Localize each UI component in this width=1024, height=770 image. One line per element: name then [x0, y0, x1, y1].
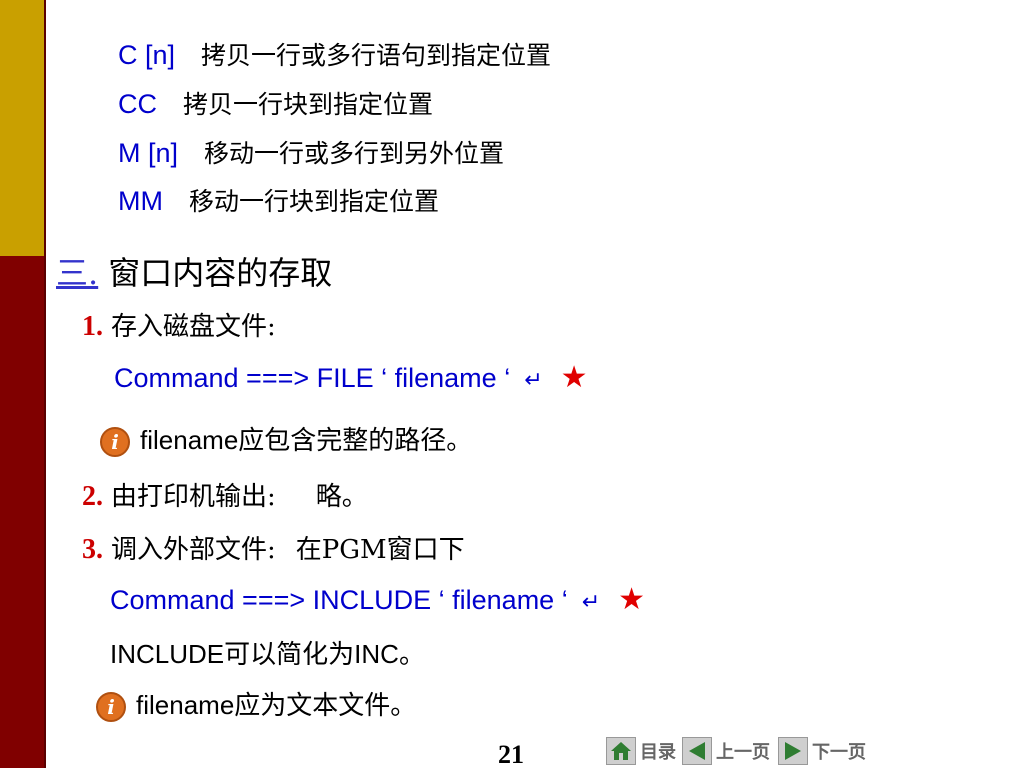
list-item: 2. 由打印机输出: 略。	[82, 476, 368, 513]
command-text: Command ===> INCLUDE ‘ filename ‘	[110, 585, 568, 615]
prev-button[interactable]	[682, 737, 712, 765]
item-number: 1.	[82, 311, 103, 342]
item-number: 2.	[82, 481, 103, 512]
command-row: CC 拷贝一行块到指定位置	[118, 85, 433, 121]
note: i filename应包含完整的路径。	[100, 420, 473, 458]
star-icon: ★	[560, 360, 588, 395]
command-row: MM 移动一行块到指定位置	[118, 182, 439, 218]
note: i filename应为文本文件。	[96, 685, 417, 723]
enter-key-icon: ↵	[524, 368, 543, 393]
prev-label[interactable]: 上一页	[716, 742, 770, 763]
include-end: 。	[398, 640, 425, 670]
home-button[interactable]	[606, 737, 636, 765]
slide-nav: 目录 上一页 下一页	[606, 736, 866, 766]
info-icon: i	[100, 427, 130, 458]
item-text: 由打印机输出:	[111, 482, 276, 512]
note-en: filename	[136, 690, 235, 720]
command-desc: 移动一行或多行到另外位置	[204, 139, 505, 168]
command-row: M [n] 移动一行或多行到另外位置	[118, 134, 504, 170]
list-item: 1. 存入磁盘文件:	[82, 306, 276, 343]
section-heading: 三.窗口内容的存取	[56, 248, 332, 294]
note-cn: 应为文本文件。	[234, 691, 417, 721]
enter-key-icon: ↵	[581, 590, 601, 615]
command-code: M [n]	[118, 138, 179, 168]
item-extra: 略。	[315, 482, 368, 512]
right-arrow-icon	[785, 742, 801, 760]
star-icon: ★	[618, 582, 646, 617]
command-text: Command ===> FILE ‘ filename ‘	[114, 363, 511, 393]
info-icon: i	[96, 692, 126, 723]
home-icon	[611, 742, 631, 760]
item-text: 调入外部文件:	[111, 535, 276, 565]
command-line: Command ===> FILE ‘ filename ‘ ↵ ★	[114, 360, 588, 395]
home-label[interactable]: 目录	[640, 742, 676, 763]
command-code: C [n]	[118, 40, 176, 70]
include-en-short: INC	[354, 639, 399, 669]
command-line: Command ===> INCLUDE ‘ filename ‘ ↵ ★	[110, 582, 645, 617]
include-en: INCLUDE	[110, 639, 225, 669]
command-desc: 移动一行块到指定位置	[188, 187, 439, 216]
left-arrow-icon	[689, 742, 705, 760]
include-note: INCLUDE可以简化为INC。	[110, 634, 425, 671]
left-bar-edge	[44, 0, 46, 768]
left-bar-gold	[0, 0, 44, 256]
list-item: 3. 调入外部文件: 在PGM窗口下	[82, 529, 465, 566]
note-cn: 应包含完整的路径。	[238, 426, 473, 456]
include-cn: 可以简化为	[224, 640, 355, 670]
next-button[interactable]	[778, 737, 808, 765]
page-number: 21	[498, 740, 524, 769]
command-code: MM	[118, 186, 163, 216]
next-label[interactable]: 下一页	[812, 742, 866, 763]
item-extra: 在PGM窗口下	[295, 535, 465, 565]
item-text: 存入磁盘文件:	[111, 312, 276, 342]
command-row: C [n] 拷贝一行或多行语句到指定位置	[118, 36, 551, 72]
command-desc: 拷贝一行或多行语句到指定位置	[201, 41, 552, 70]
note-en: filename	[140, 425, 239, 455]
command-code: CC	[118, 89, 157, 119]
left-bar-red	[0, 256, 44, 768]
item-number: 3.	[82, 534, 103, 565]
section-title: 窗口内容的存取	[108, 254, 333, 292]
section-number: 三.	[56, 254, 99, 292]
command-desc: 拷贝一行块到指定位置	[183, 90, 434, 119]
